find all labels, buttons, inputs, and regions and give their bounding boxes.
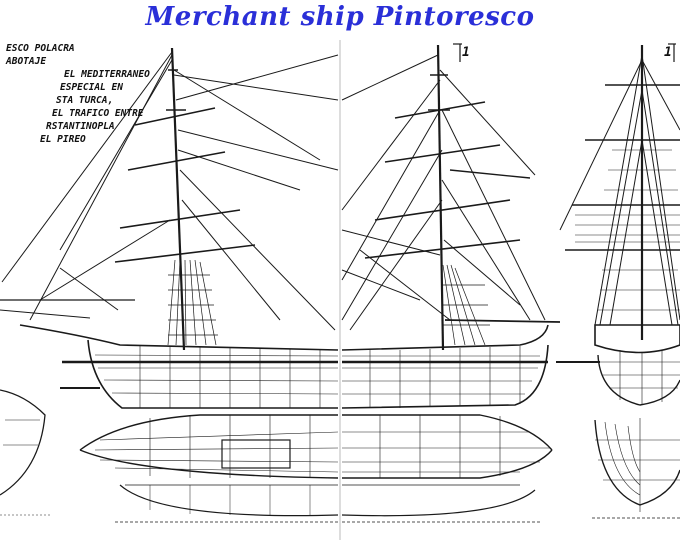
profile-right-half — [341, 43, 561, 523]
yard — [114, 244, 256, 263]
diagram-title: Merchant ship Pintoresco — [145, 2, 535, 32]
profile-left-half — [0, 47, 339, 523]
cabin-outline — [221, 439, 291, 469]
yard — [127, 151, 226, 171]
main-mast — [170, 47, 186, 351]
spanish-notes: ESCO POLACRA ABOTAJE EL MEDITERRANEO ESP… — [6, 43, 150, 145]
hull-outline — [87, 339, 338, 409]
end-elevation — [556, 43, 680, 519]
gaff — [449, 169, 531, 179]
body-plan — [594, 419, 680, 506]
deck-line — [19, 324, 339, 351]
half-breadth-plan — [79, 414, 338, 451]
yard — [134, 107, 216, 126]
mizzen-mast — [436, 44, 445, 351]
transom — [594, 324, 680, 354]
yard — [119, 209, 241, 229]
sheet-marker: 1 — [664, 45, 672, 60]
sheet-marker: 1 — [462, 45, 470, 60]
boom — [444, 319, 561, 323]
